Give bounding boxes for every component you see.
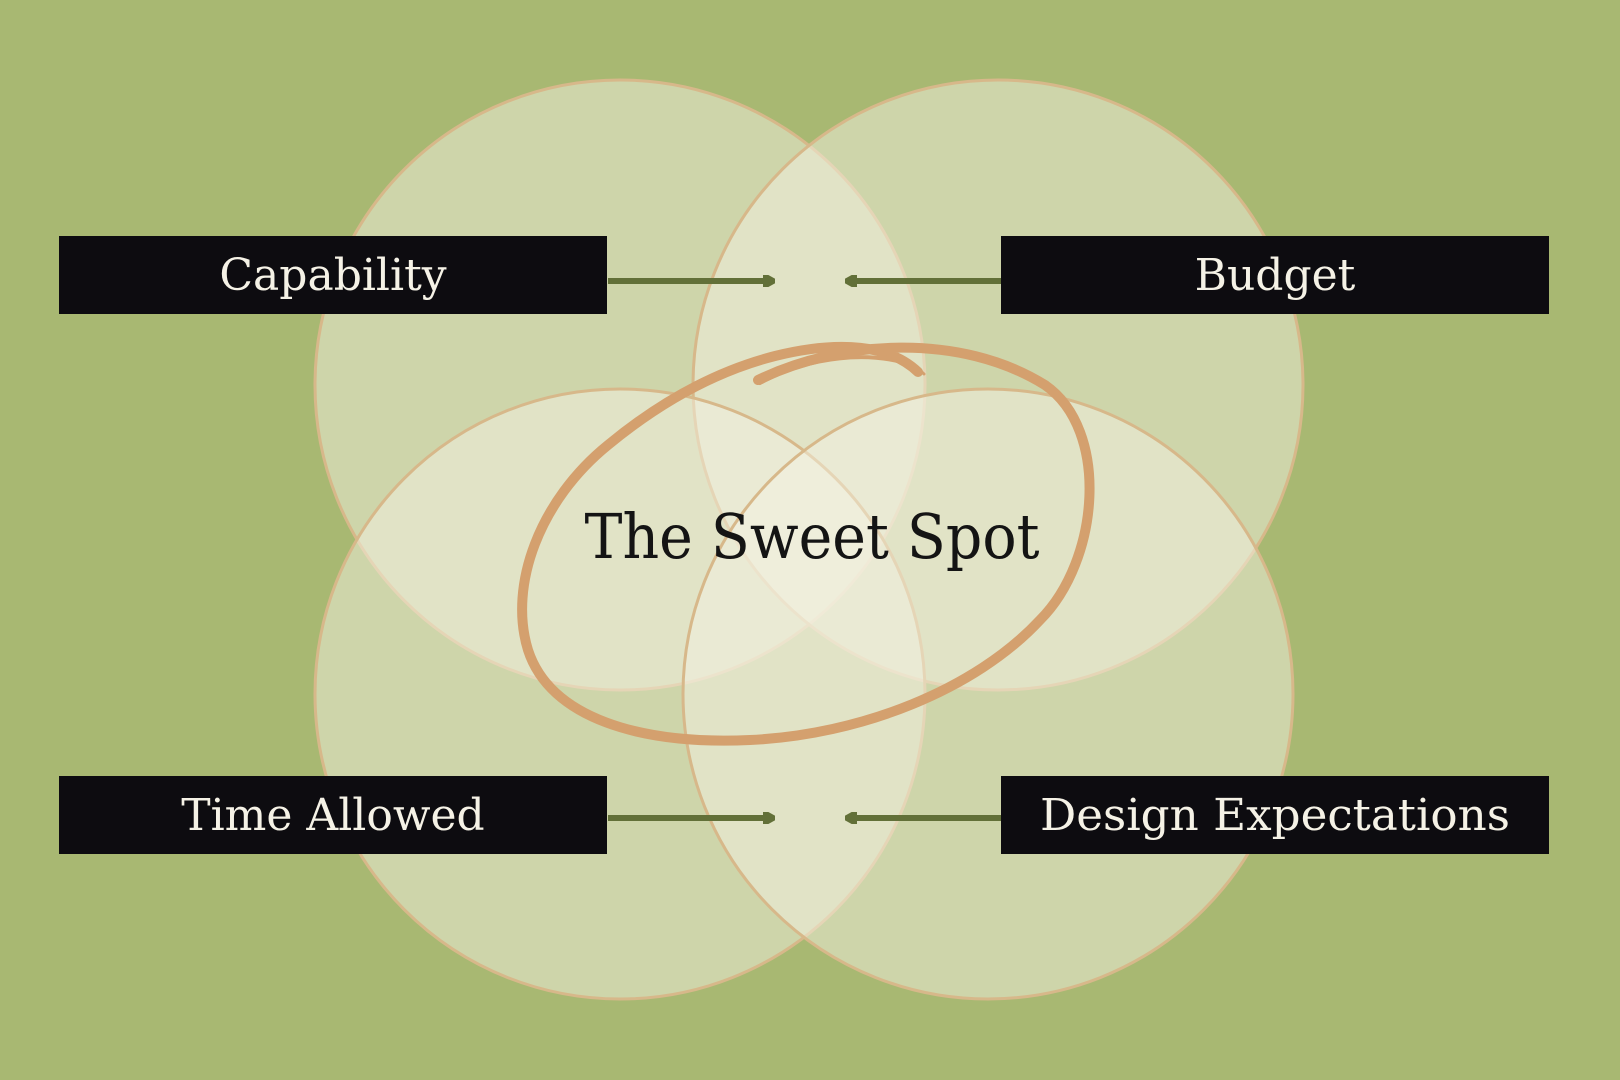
- label-time-allowed: Time Allowed: [59, 776, 607, 854]
- label-capability: Capability: [59, 236, 607, 314]
- label-box: [1001, 236, 1549, 314]
- sweet-spot-scribble: [517, 341, 1095, 746]
- label-design-expectations: Design Expectations: [1001, 776, 1549, 854]
- label-box: [59, 776, 607, 854]
- label-box: [59, 236, 607, 314]
- label-text: Capability: [219, 250, 446, 301]
- arrows: [608, 281, 1002, 818]
- circle-design-expectations: [681, 387, 1295, 1001]
- label-text: Budget: [1195, 250, 1356, 301]
- label-text: Time Allowed: [181, 790, 484, 841]
- label-box: [1001, 776, 1549, 854]
- sweet-spot-label: The Sweet Spot: [585, 500, 1040, 573]
- label-text: Design Expectations: [1040, 790, 1510, 841]
- label-budget: Budget: [1001, 236, 1549, 314]
